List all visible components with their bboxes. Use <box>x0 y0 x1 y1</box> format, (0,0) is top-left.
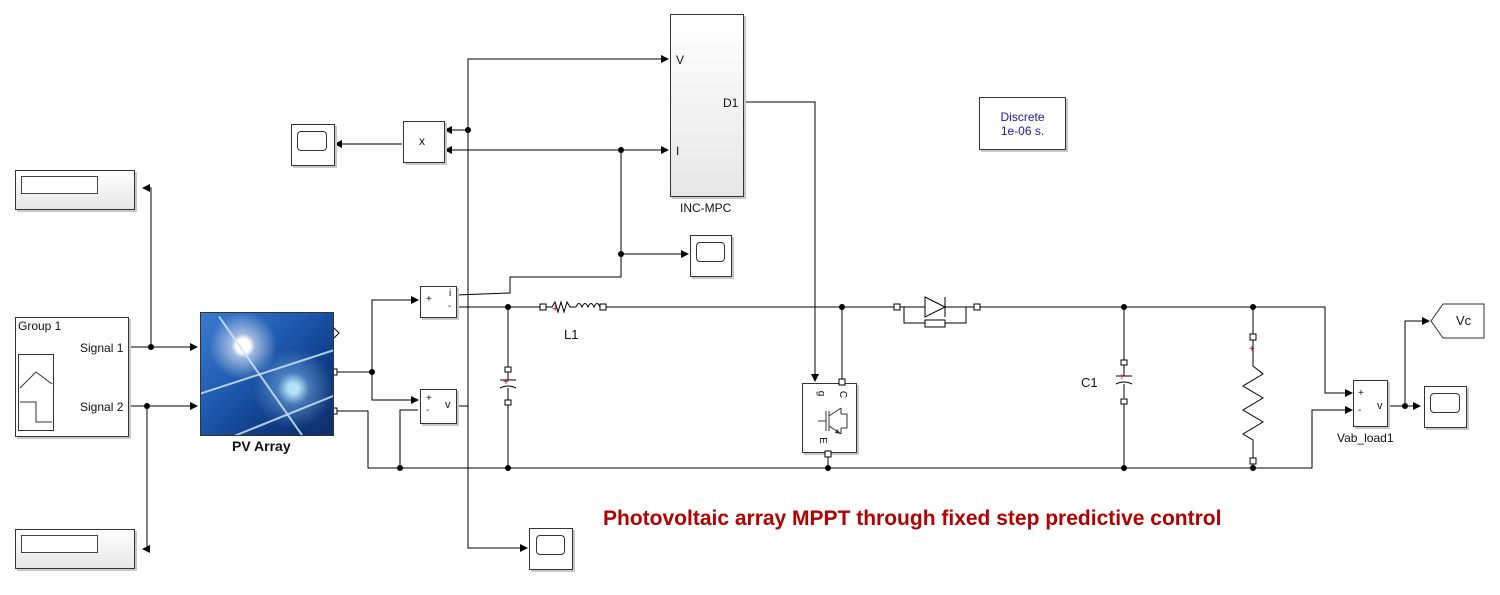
scope-current-screen <box>696 242 725 262</box>
pv-array-label: PV Array <box>232 438 291 454</box>
voltage-meas-minus: - <box>426 405 430 416</box>
scope-load[interactable] <box>1424 386 1467 428</box>
signal-builder-group-label: Group 1 <box>18 319 62 333</box>
capacitor-c1 <box>1115 359 1133 405</box>
wire-pv-minus <box>333 406 1353 469</box>
voltage-meas-out: v <box>445 399 451 411</box>
diode <box>893 296 981 328</box>
wire-pv-plus <box>333 296 419 373</box>
svg-text:+: + <box>1249 344 1255 355</box>
inc-mpc-label: INC-MPC <box>680 201 732 215</box>
load-meas-label: Vab_load1 <box>1337 431 1394 445</box>
svg-text:+: + <box>1119 372 1125 383</box>
current-meas-plus: + <box>426 294 432 305</box>
diagram-title: Photovoltaic array MPPT through fixed st… <box>603 507 1222 530</box>
inductor-l1 <box>539 300 607 314</box>
goto-vc-label[interactable]: Vc <box>1456 313 1472 328</box>
wire-pv-plus-vmeas <box>371 372 419 404</box>
product-block[interactable]: x <box>403 121 445 163</box>
display-top[interactable] <box>15 170 135 210</box>
scope-current[interactable] <box>690 235 732 277</box>
wire-voltage-signal <box>456 55 669 407</box>
current-meas-out: i <box>449 288 452 299</box>
current-measurement-block[interactable]: + i - <box>420 286 457 318</box>
load-meas-out: v <box>1377 400 1383 412</box>
signal-builder-block[interactable]: Group 1 Signal 1 Signal 2 <box>15 317 129 437</box>
scope-power[interactable] <box>291 124 335 166</box>
display-bottom[interactable] <box>15 529 135 569</box>
goto-vc-shape <box>1430 303 1485 339</box>
signal-waveform-icon <box>18 354 54 431</box>
svg-text:+: + <box>552 303 558 315</box>
igbt-block[interactable]: g C E <box>802 383 857 453</box>
load-resistor <box>1242 333 1264 465</box>
mpc-port-d1: D1 <box>723 96 739 110</box>
pv-array-block[interactable] <box>200 312 334 436</box>
voltage-measurement-block[interactable]: + - v <box>420 389 457 424</box>
product-symbol: x <box>419 134 425 148</box>
igbt-symbol-icon <box>818 407 848 435</box>
input-capacitor <box>499 366 517 406</box>
scope-load-screen <box>1430 393 1460 413</box>
scope-voltage-screen <box>536 535 565 555</box>
signal2-port-label: Signal 2 <box>80 400 124 414</box>
wire-diode-to-bus <box>977 306 1353 397</box>
inductor-label: L1 <box>564 327 579 342</box>
load-meas-plus: + <box>1358 388 1364 399</box>
display-top-readout <box>21 176 98 194</box>
wire-signal1-to-display <box>142 184 152 347</box>
mpc-port-v: V <box>676 53 685 67</box>
scope-power-screen <box>297 131 327 151</box>
scope-voltage[interactable] <box>529 528 573 570</box>
wire-current-signal <box>455 146 669 296</box>
voltage-meas-plus: + <box>426 393 432 404</box>
signal1-port-label: Signal 1 <box>80 341 124 355</box>
load-meas-minus: - <box>1358 405 1362 416</box>
wire-vmeas-minus <box>399 409 418 468</box>
powergui-block[interactable]: Discrete 1e-06 s. <box>979 97 1066 150</box>
wire-signal2-to-display <box>142 406 150 553</box>
svg-text:+: + <box>503 377 509 388</box>
wire-diode-snubber <box>903 307 967 324</box>
powergui-mode: Discrete <box>1000 110 1045 124</box>
mpc-port-i: I <box>676 144 680 158</box>
c1-label: C1 <box>1081 375 1098 390</box>
wire-vab-to-goto <box>1404 317 1430 406</box>
inc-mpc-block[interactable]: V I D1 <box>670 14 744 197</box>
display-bottom-readout <box>21 535 98 553</box>
powergui-step: 1e-06 s. <box>1000 124 1045 138</box>
load-voltage-measurement-block[interactable]: + - v <box>1353 380 1388 427</box>
current-meas-minus: - <box>448 301 452 312</box>
wire-d1-to-gate <box>743 101 819 382</box>
wire-voltage-to-scope <box>467 406 528 552</box>
